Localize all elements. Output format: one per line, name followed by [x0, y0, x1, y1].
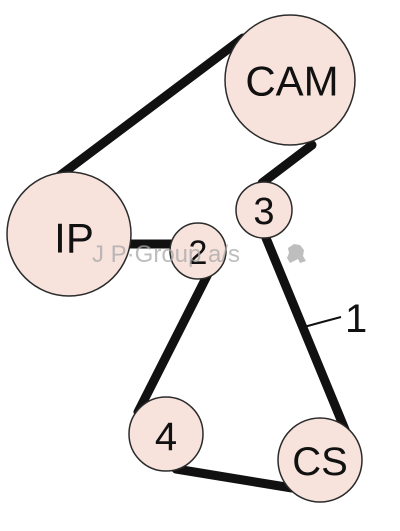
pulley-ip-circle [6, 171, 132, 297]
watermark: J P·Group a/s [92, 241, 306, 268]
belt-segment-idler2-idler4 [133, 259, 218, 417]
pulley-idler-4-circle [128, 396, 204, 472]
bear-logo-icon [287, 244, 306, 263]
pulley-cs-circle [277, 417, 363, 503]
timing-belt [45, 33, 351, 493]
belt-segment-cam-ip [45, 33, 248, 188]
pulley-cam-label: CAM [245, 58, 338, 105]
pulley-idler-2-label: 2 [189, 234, 208, 272]
pulley-idler-3-label: 3 [253, 191, 274, 233]
pulley-ip: IP [6, 171, 132, 297]
belt-callout-label: 1 [345, 297, 367, 341]
pulley-cam: CAM [224, 14, 356, 146]
watermark-text: J P·Group a/s [92, 241, 240, 268]
pulley-idler-4: 4 [128, 396, 204, 472]
pulley-cs-label: CS [292, 440, 348, 484]
belt-callout-leader [303, 316, 342, 328]
pulley-cam-circle [224, 14, 356, 146]
pulley-cs: CS [277, 417, 363, 503]
pulley-idler-3: 3 [235, 181, 293, 239]
pulley-ip-label: IP [54, 215, 94, 262]
pulley-idler-3-circle [235, 181, 293, 239]
belt-segment-idler3-cs [261, 233, 351, 437]
pulley-idler-2: 2 [169, 222, 227, 280]
belt-callout: 1 [303, 297, 367, 341]
pulley-idler-2-circle [169, 222, 227, 280]
belt-segment-idler4-cs [171, 464, 297, 493]
belt-segment-cam-idler3 [257, 140, 317, 188]
pulley-idler-4-label: 4 [155, 415, 177, 459]
